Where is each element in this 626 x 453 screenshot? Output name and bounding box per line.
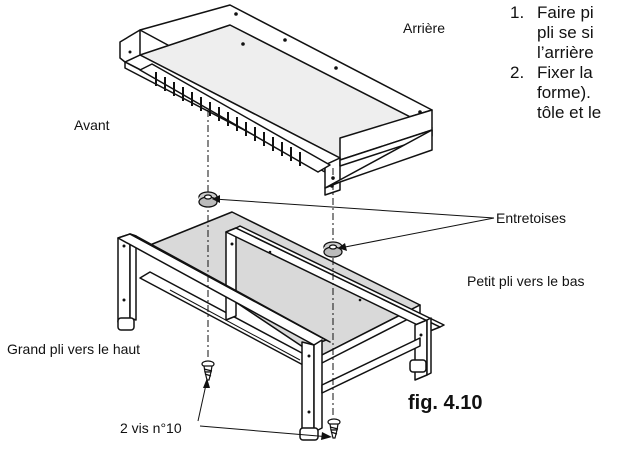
figure-caption: fig. 4.10 <box>408 392 483 414</box>
stand-back-leg-left <box>225 227 237 321</box>
label-spacers: Entretoises <box>496 210 567 226</box>
spacer-right <box>323 241 343 258</box>
step-1-number: 1. <box>510 3 525 22</box>
step-1-line-2: pli se si <box>537 23 594 42</box>
leader-arrowheads <box>203 195 347 440</box>
stand-back-top-bar-side <box>235 225 445 328</box>
label-large-fold: Grand pli vers le haut <box>7 341 141 357</box>
stand-foot-right <box>299 427 319 441</box>
step-1-line-1: Faire pi <box>537 3 594 22</box>
step-1: 1. Faire pi pli se si l’arrière <box>500 3 626 63</box>
tray <box>119 4 433 196</box>
step-1-line-3: l’arrière <box>537 43 594 62</box>
step-2-line-1: Fixer la <box>537 63 593 82</box>
label-screws: 2 vis n°10 <box>120 420 182 436</box>
stand-front-leg-right-side <box>313 339 323 433</box>
label-front: Avant <box>74 117 110 133</box>
stand-foot-left <box>117 317 135 331</box>
stand-lower-stretcher <box>321 337 421 394</box>
label-rear: Arrière <box>403 20 446 36</box>
step-2-number: 2. <box>510 63 525 82</box>
tray-left-face <box>119 29 141 63</box>
step-2-line-3: tôle et le <box>537 103 602 122</box>
step-2-line-2: forme). <box>537 83 591 102</box>
stand-back-leg-right-side <box>426 317 432 376</box>
label-small-fold: Petit pli vers le bas <box>467 273 585 289</box>
instruction-steps: 1. Faire pi pli se si l’arrière 2. Fixer… <box>500 3 626 123</box>
stand-front-top-bar-side <box>129 233 331 343</box>
tray-right-bottom <box>324 129 433 189</box>
screw-right <box>327 418 341 439</box>
screw-left <box>201 360 215 381</box>
stand <box>117 211 445 441</box>
spacer-left <box>198 191 218 208</box>
tray-slots <box>155 72 301 166</box>
stand-shelf <box>149 211 421 358</box>
step-2: 2. Fixer la forme). tôle et le <box>500 63 626 123</box>
alignment-lines <box>207 110 334 415</box>
